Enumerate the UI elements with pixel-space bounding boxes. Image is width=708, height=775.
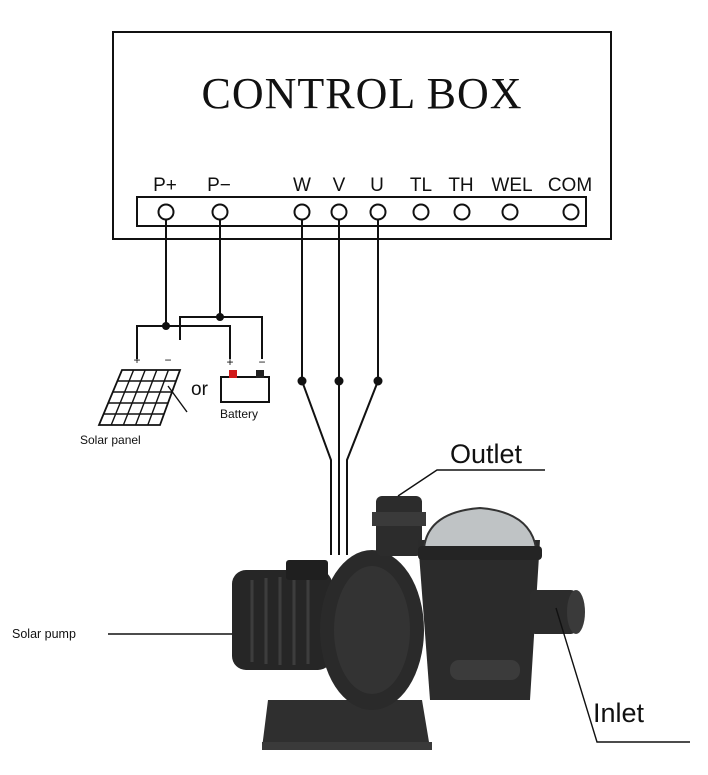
terminal-wel — [501, 203, 519, 221]
terminal-label-v: V — [333, 175, 346, 196]
terminal-strip — [136, 196, 587, 227]
outlet-label: Outlet — [450, 439, 523, 469]
outlet-leader — [397, 469, 545, 497]
wire-negative-bus — [179, 316, 263, 359]
motor-wiring — [297, 219, 383, 555]
solar-panel-leader — [167, 385, 188, 413]
wire-w — [301, 219, 332, 555]
terminal-p-minus — [211, 203, 229, 221]
terminal-label-p-plus: P+ — [153, 175, 177, 196]
pump-strainer-lid — [422, 506, 538, 549]
solar-panel-grid — [97, 369, 182, 426]
battery-minus: − — [258, 355, 265, 369]
pump-motor — [232, 570, 332, 670]
terminal-v — [330, 203, 348, 221]
solar-panel-plus: + — [133, 353, 140, 367]
control-box: CONTROL BOX P+ P− W V U TL TH WEL COM — [112, 31, 612, 240]
junction-u — [373, 376, 383, 386]
pump-inlet-pipe — [530, 590, 576, 634]
solar-panel-cells — [103, 369, 176, 426]
terminal-label-p-minus: P− — [207, 175, 231, 196]
solar-panel: + − Solar panel — [80, 353, 188, 447]
inlet-leader — [555, 607, 690, 743]
terminal-com — [562, 203, 580, 221]
terminal-label-u: U — [370, 175, 384, 196]
terminal-u — [369, 203, 387, 221]
terminal-label-w: W — [293, 175, 311, 196]
solar-pump-illustration — [232, 496, 585, 750]
battery: + − Battery — [220, 355, 270, 421]
solar-pump-label: Solar pump — [12, 627, 76, 641]
junction-positive — [162, 322, 170, 330]
junction-w — [297, 376, 307, 386]
wire-positive-bus — [136, 325, 231, 359]
terminal-w — [293, 203, 311, 221]
pump-base — [262, 700, 430, 748]
wire-u — [346, 219, 379, 555]
terminal-label-tl: TL — [410, 175, 432, 196]
or-text: or — [191, 379, 209, 400]
solar-panel-minus: − — [164, 353, 171, 367]
callouts: Outlet Inlet Solar pump — [12, 439, 690, 743]
terminal-p-plus — [157, 203, 175, 221]
terminal-label-wel: WEL — [491, 175, 532, 196]
terminal-label-com: COM — [548, 175, 592, 196]
terminal-th — [453, 203, 471, 221]
battery-positive-terminal — [229, 370, 237, 378]
power-wiring — [136, 219, 263, 359]
pump-terminal-box — [286, 560, 328, 580]
battery-label: Battery — [220, 407, 258, 421]
battery-plus: + — [226, 355, 233, 369]
terminal-label-th: TH — [448, 175, 473, 196]
battery-negative-terminal — [256, 370, 264, 378]
control-box-title: CONTROL BOX — [201, 69, 522, 118]
junction-negative — [216, 313, 224, 321]
solar-panel-label: Solar panel — [80, 433, 141, 447]
terminal-tl — [412, 203, 430, 221]
battery-body — [220, 376, 270, 403]
inlet-label: Inlet — [593, 698, 645, 728]
junction-v — [334, 376, 344, 386]
